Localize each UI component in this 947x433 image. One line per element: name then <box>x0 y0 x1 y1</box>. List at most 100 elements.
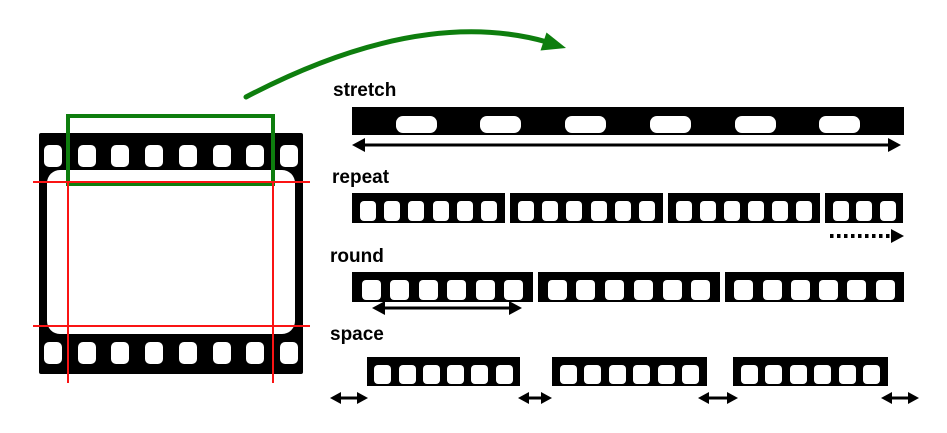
sprocket-hole <box>633 365 651 384</box>
row-label-round: round <box>330 246 384 267</box>
repeat-film-tile <box>668 193 820 223</box>
slice-guide-vertical-right <box>272 181 274 383</box>
sprocket-hole <box>657 365 675 384</box>
sprocket-hole <box>360 201 377 221</box>
sprocket-hole <box>408 201 425 221</box>
sprocket-hole <box>700 201 716 221</box>
sprocket-hole <box>762 280 782 300</box>
repeat-film-tile <box>510 193 663 223</box>
stretch-extent-arrow-icon <box>352 137 901 152</box>
sprocket-hole <box>547 280 567 300</box>
slice-highlight-box <box>66 114 275 186</box>
sprocket-hole <box>682 365 700 384</box>
repeat-continuation-arrow-icon <box>828 229 904 243</box>
sprocket-hole <box>212 145 231 167</box>
film-bottom-hole-row <box>44 342 298 364</box>
sprocket-hole <box>475 280 495 300</box>
sprocket-hole <box>875 280 895 300</box>
round-film-tile <box>352 272 533 302</box>
sprocket-hole <box>638 201 655 221</box>
sprocket-hole <box>374 365 392 384</box>
sprocket-hole <box>819 280 839 300</box>
sprocket-hole <box>456 201 473 221</box>
row-label-stretch: stretch <box>333 80 397 101</box>
sprocket-hole <box>504 280 524 300</box>
sprocket-hole <box>432 201 449 221</box>
sprocket-hole <box>856 201 872 221</box>
sprocket-hole <box>691 280 711 300</box>
film-strip-source <box>39 133 303 374</box>
sprocket-hole <box>740 365 758 384</box>
sprocket-hole <box>384 201 401 221</box>
sprocket-hole <box>847 280 867 300</box>
sprocket-hole <box>44 342 62 364</box>
sprocket-hole <box>649 116 691 133</box>
sprocket-hole <box>447 280 467 300</box>
sprocket-hole <box>480 201 497 221</box>
sprocket-hole <box>390 280 410 300</box>
sprocket-hole <box>471 365 489 384</box>
sprocket-hole <box>748 201 764 221</box>
sprocket-hole <box>559 365 577 384</box>
sprocket-hole <box>398 365 416 384</box>
sprocket-hole <box>422 365 440 384</box>
sprocket-hole <box>819 116 861 133</box>
sprocket-hole <box>566 201 583 221</box>
space-film-tile <box>552 357 707 386</box>
sprocket-hole <box>676 201 692 221</box>
sprocket-hole <box>495 365 513 384</box>
sprocket-hole <box>279 145 298 167</box>
sprocket-hole <box>178 145 197 167</box>
slice-guide-horizontal-top <box>33 181 310 183</box>
slice-guide-vertical-left <box>67 181 69 383</box>
sprocket-hole <box>790 280 810 300</box>
sprocket-hole <box>447 365 465 384</box>
sprocket-hole <box>361 280 381 300</box>
sprocket-hole <box>246 145 265 167</box>
sprocket-hole <box>565 116 607 133</box>
space-extent-arrow-icon <box>330 391 368 404</box>
sprocket-hole <box>111 145 130 167</box>
sprocket-hole <box>590 201 607 221</box>
slice-guide-horizontal-bottom <box>33 325 310 327</box>
sprocket-hole <box>395 116 437 133</box>
space-extent-arrow-icon <box>881 391 919 404</box>
sprocket-hole <box>145 145 164 167</box>
sprocket-hole <box>608 365 626 384</box>
sprocket-hole <box>584 365 602 384</box>
space-film-tile <box>367 357 520 386</box>
round-extent-arrow-icon <box>372 301 522 315</box>
sprocket-hole <box>518 201 535 221</box>
sprocket-hole <box>212 342 231 364</box>
sprocket-hole <box>614 201 631 221</box>
sprocket-hole <box>832 201 849 221</box>
sprocket-hole <box>863 365 881 384</box>
sprocket-hole <box>279 342 298 364</box>
sprocket-hole <box>734 280 754 300</box>
film-inner-area <box>47 170 295 334</box>
sprocket-hole <box>662 280 682 300</box>
film-top-hole-row <box>44 145 298 167</box>
sprocket-hole <box>734 116 776 133</box>
sprocket-hole <box>111 342 130 364</box>
repeat-film-tile <box>825 193 903 223</box>
space-extent-arrow-icon <box>698 391 738 404</box>
space-film-tile <box>733 357 888 386</box>
sprocket-hole <box>418 280 438 300</box>
sprocket-hole <box>44 145 62 167</box>
sprocket-hole <box>838 365 856 384</box>
sprocket-hole <box>814 365 832 384</box>
sprocket-hole <box>633 280 653 300</box>
sprocket-hole <box>789 365 807 384</box>
stretch-film-tile <box>352 107 904 135</box>
sprocket-hole <box>77 342 96 364</box>
sprocket-hole <box>765 365 783 384</box>
round-film-tile <box>538 272 720 302</box>
sprocket-hole <box>772 201 788 221</box>
repeat-film-tile <box>352 193 505 223</box>
sprocket-hole <box>77 145 96 167</box>
sprocket-hole <box>796 201 812 221</box>
sprocket-hole <box>576 280 596 300</box>
sprocket-hole <box>480 116 522 133</box>
